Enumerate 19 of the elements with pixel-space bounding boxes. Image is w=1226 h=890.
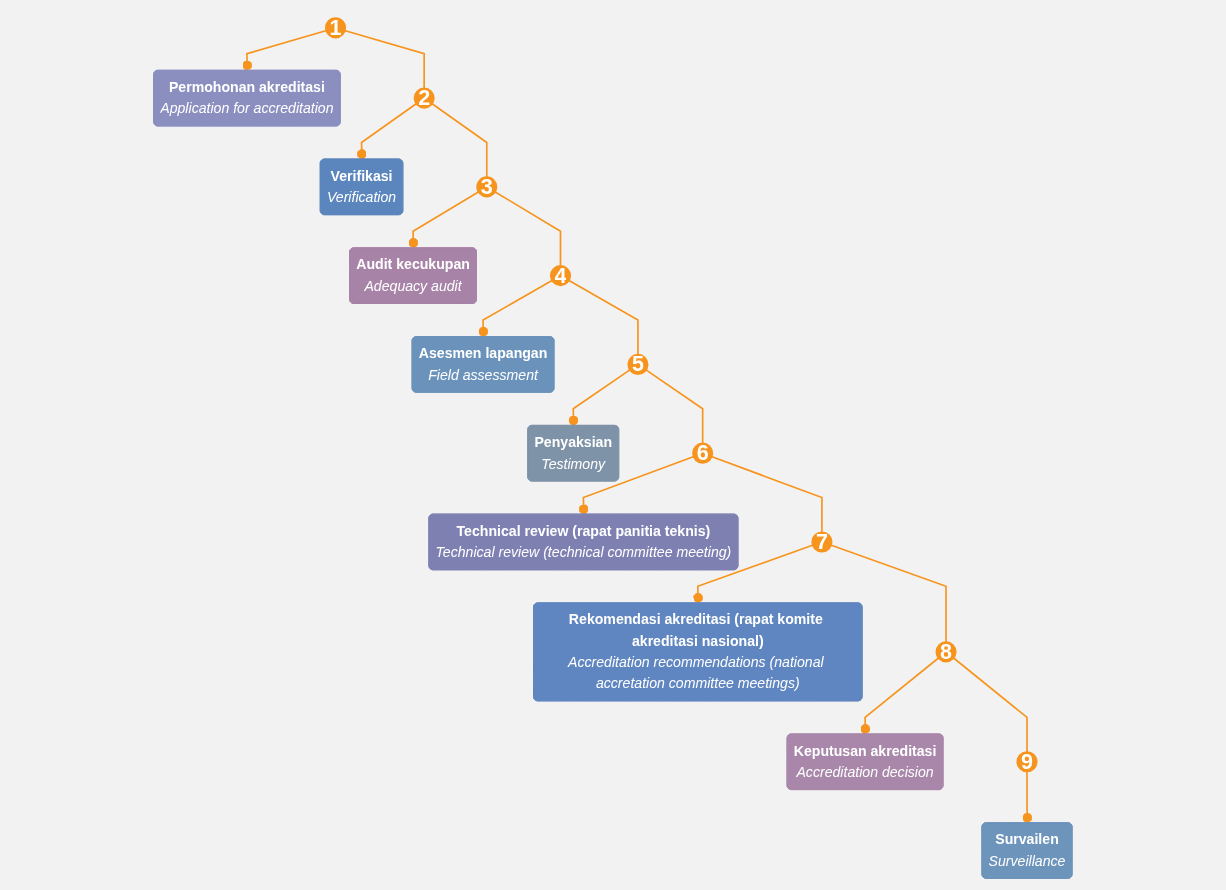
connector	[1022, 770, 1033, 824]
connector	[478, 279, 554, 338]
connector	[431, 102, 488, 179]
node-circle: 2	[413, 87, 435, 109]
node-circle: 5	[627, 353, 649, 375]
connector	[710, 455, 823, 534]
connector	[356, 102, 418, 161]
connector	[830, 544, 947, 644]
node-circle: 6	[692, 442, 714, 464]
connector	[860, 656, 940, 736]
connector	[644, 368, 704, 445]
node-circle: 8	[935, 641, 957, 663]
node-circle: 7	[811, 531, 833, 553]
connector	[568, 368, 632, 427]
node-circle: 1	[325, 17, 347, 39]
connector	[578, 455, 695, 516]
node-circle: 3	[476, 176, 498, 198]
node-circle: 9	[1016, 751, 1038, 773]
node-circle: 4	[550, 265, 572, 287]
